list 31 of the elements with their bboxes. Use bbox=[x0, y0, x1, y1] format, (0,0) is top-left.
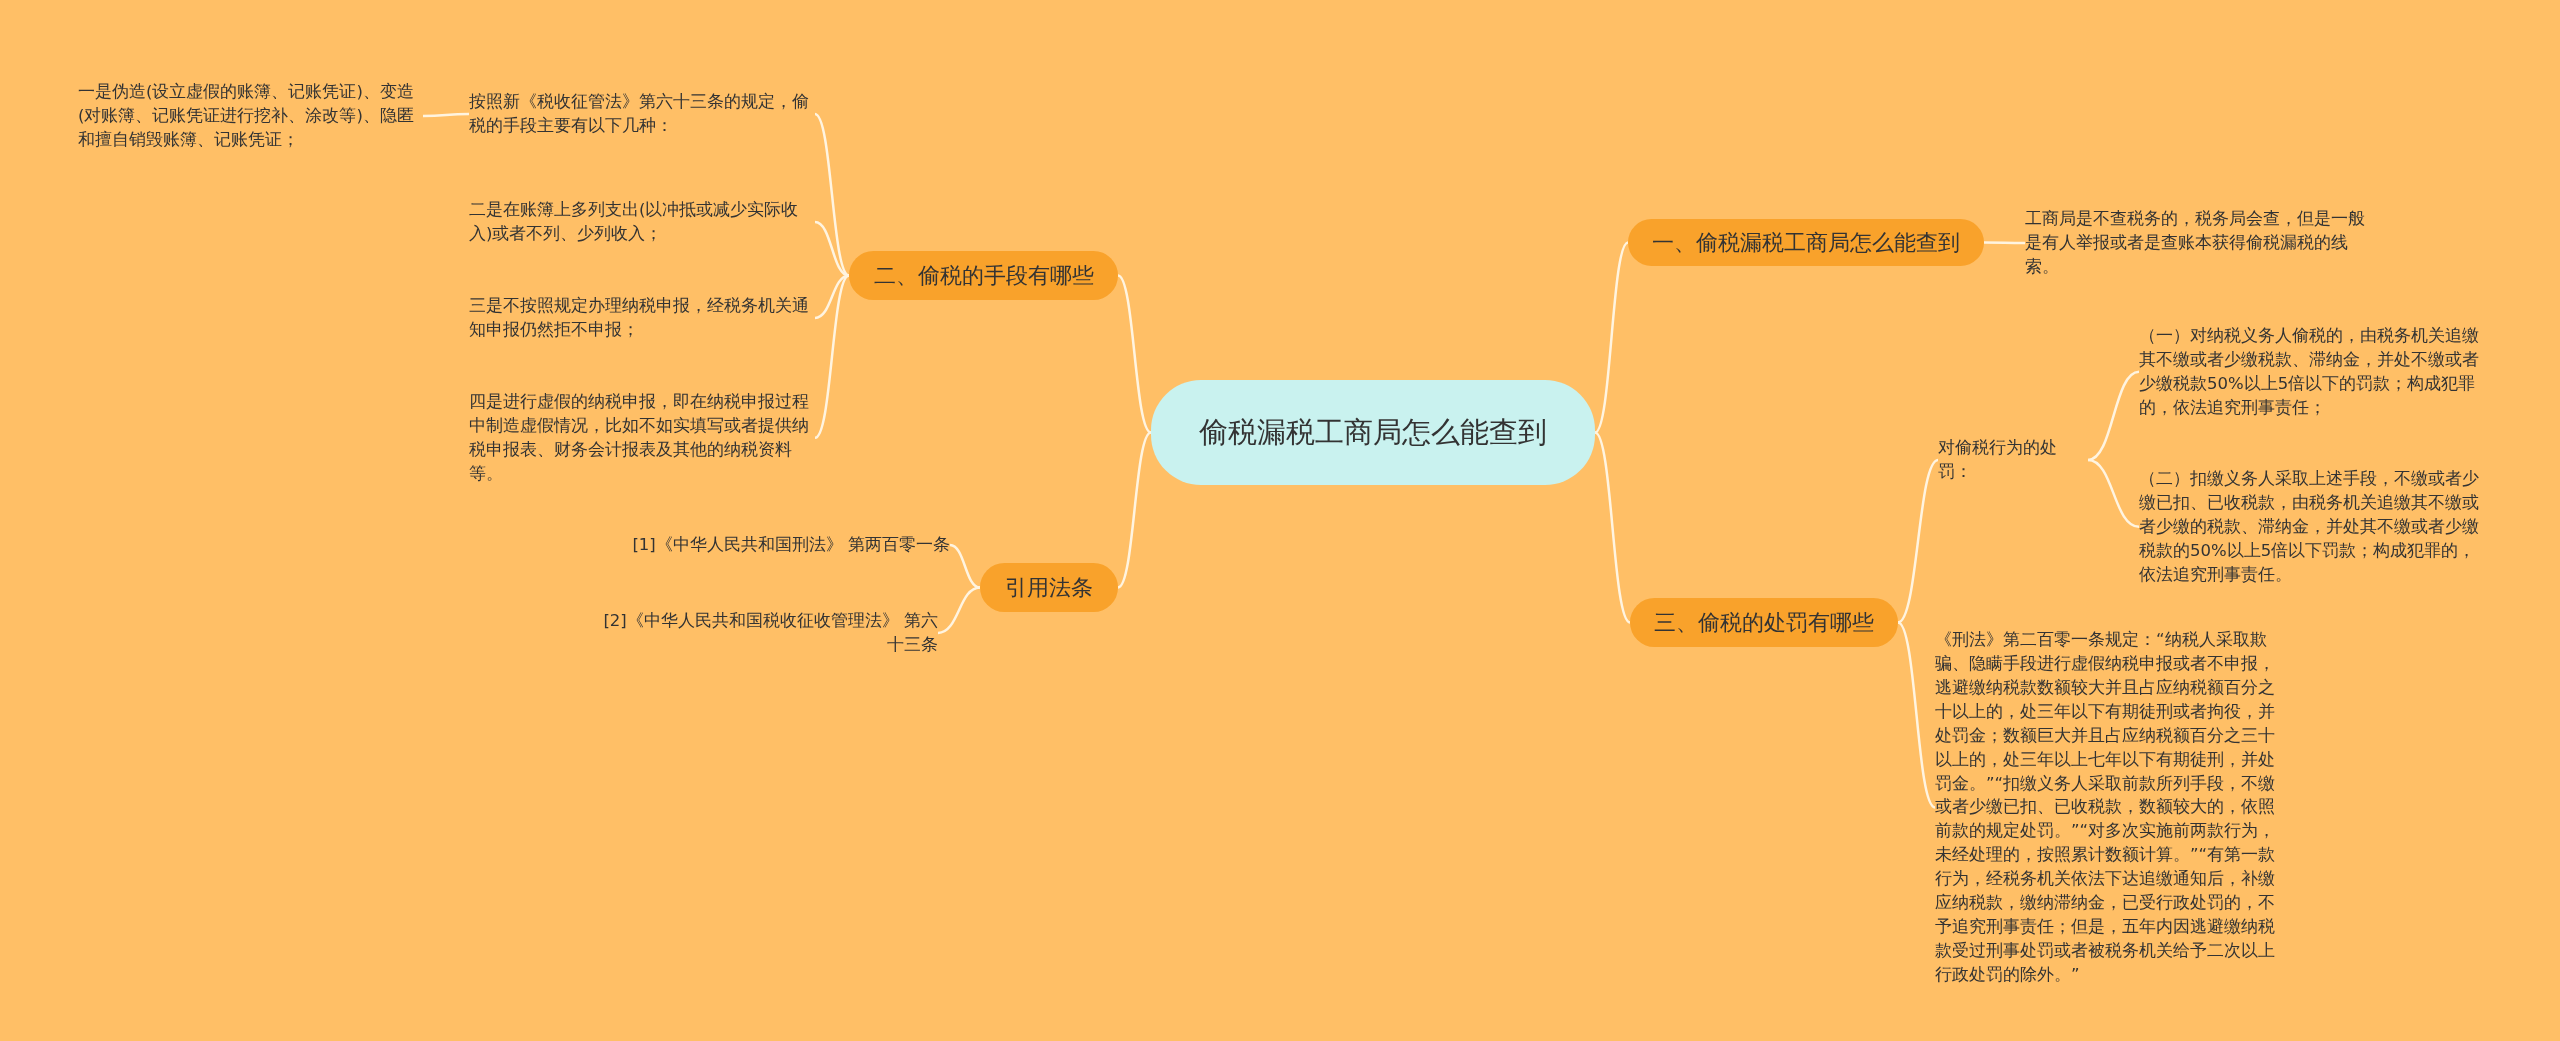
connector-line bbox=[2087, 458, 2140, 529]
topic-box: 一、偷税漏税工商局怎么能查到 bbox=[1628, 219, 1984, 266]
note-text: 对偷税行为的处罚： bbox=[1938, 436, 2088, 484]
connector-line bbox=[1984, 241, 2025, 245]
connector-line bbox=[2087, 370, 2140, 462]
note-text: 三是不按照规定办理纳税申报，经税务机关通知申报仍然拒不申报； bbox=[469, 294, 815, 342]
connector-line bbox=[949, 543, 981, 589]
note-text: [2]《中华人民共和国税收征收管理法》 第六十三条 bbox=[598, 609, 938, 657]
note-text: 工商局是不查税务的，税务局会查，但是一般是有人举报或者是查账本获得偷税漏税的线索。 bbox=[2025, 207, 2375, 279]
connector-line bbox=[937, 586, 981, 635]
connector-line bbox=[1117, 431, 1152, 589]
note-text: 四是进行虚假的纳税申报，即在纳税申报过程中制造虚假情况，比如不如实填写或者提供纳税申报表、财务会计报表及其他的纳税资料等。 bbox=[469, 390, 815, 486]
note-text: 二是在账簿上多列支出(以冲抵或减少实际收入)或者不列、少列收入； bbox=[469, 198, 815, 246]
connector-line bbox=[814, 274, 850, 439]
note-text: 《刑法》第二百零一条规定：“纳税人采取欺骗、隐瞒手段进行虚假纳税申报或者不申报，逃避缴纳税款数额较大并且占应纳税额百分之十以上的，处三年以下有期徒刑或者拘役，并处罚金；数额巨大并且占应纳税额百分之三十以上的，处三年以上七年以下有期徒刑，并处罚金。”“扣缴义务人采取前款所列手段，不缴或者少缴已扣、已收税款，数额较大的，依照前款的规定处罚。”“对多次实施前两款行为，未经处理的，按照累计数额计算。”“有第一款行为，经税务机关依法下达追缴通知后，补缴应纳税款，缴纳滞纳金，已受行政处罚的，不予追究刑事责任；但是，五年内因逃避缴纳税款受过刑事处罚或者被税务机关给予二次以上行政处罚的除外。” bbox=[1935, 628, 2289, 987]
note-text: [1]《中华人民共和国刑法》 第两百零一条 bbox=[620, 533, 950, 557]
topic-box: 二、偷税的手段有哪些 bbox=[849, 251, 1118, 300]
connector-line bbox=[1594, 431, 1631, 624]
note-text: （二）扣缴义务人采取上述手段，不缴或者少缴已扣、已收税款，由税务机关追缴其不缴或者少缴的税款、滞纳金，并处其不缴或者少缴税款的50%以上5倍以下罚款；构成犯罪的，依法追究刑事责任。 bbox=[2139, 467, 2487, 587]
connector-line bbox=[423, 112, 469, 118]
note-text: 按照新《税收征管法》第六十三条的规定，偷税的手段主要有以下几种： bbox=[469, 90, 815, 138]
note-text: （一）对纳税义务人偷税的，由税务机关追缴其不缴或者少缴税款、滞纳金，并处不缴或者少缴税款50%以上5倍以下的罚款；构成犯罪的，依法追究刑事责任； bbox=[2139, 324, 2487, 420]
note-text: 一是伪造(设立虚假的账簿、记账凭证)、变造(对账簿、记账凭证进行挖补、涂改等)、隐匿和擅自销毁账簿、记账凭证； bbox=[78, 80, 423, 152]
connector-line bbox=[1897, 621, 1936, 809]
connector-line bbox=[1594, 241, 1629, 434]
connector-line bbox=[814, 112, 850, 277]
topic-box: 引用法条 bbox=[980, 563, 1118, 612]
connector-line bbox=[1897, 458, 1939, 624]
connector-line bbox=[1117, 274, 1152, 434]
topic-box: 三、偷税的处罚有哪些 bbox=[1630, 598, 1898, 647]
root-node: 偷税漏税工商局怎么能查到 bbox=[1151, 380, 1595, 485]
